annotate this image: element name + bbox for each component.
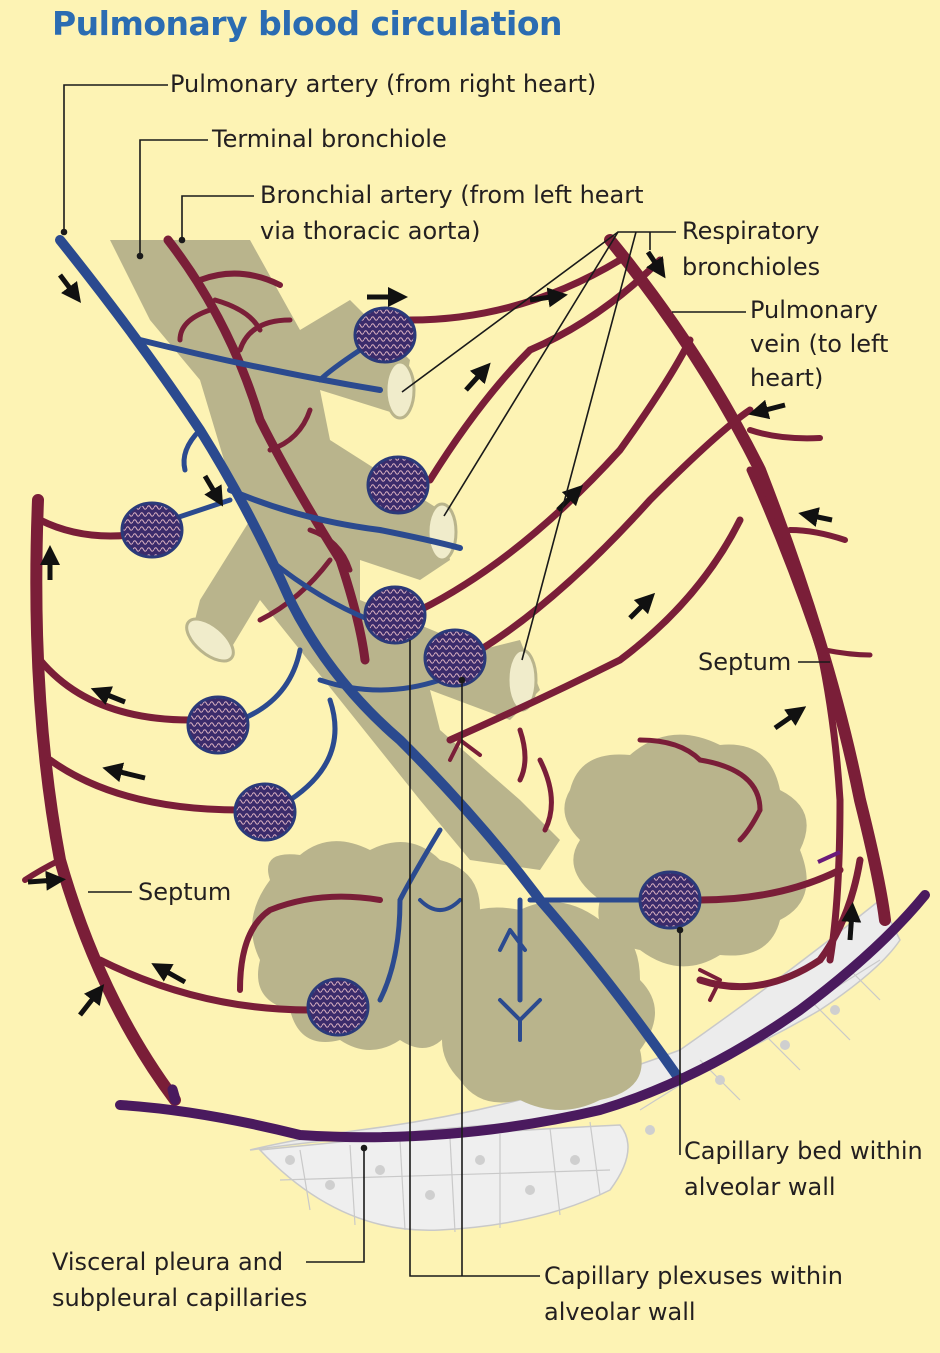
flow-arrow-icon bbox=[28, 880, 56, 882]
label-pulmonary-vein: Pulmonary vein (to left heart) bbox=[750, 293, 888, 395]
page-title: Pulmonary blood circulation bbox=[52, 4, 562, 43]
flow-arrow-icon bbox=[112, 770, 145, 778]
capillary-plexus bbox=[365, 587, 425, 643]
label-line: alveolar wall bbox=[544, 1294, 843, 1330]
flow-arrow-icon bbox=[808, 515, 832, 520]
label-line: Capillary bed within bbox=[684, 1133, 923, 1169]
label-line: Bronchial artery (from left heart bbox=[260, 177, 644, 213]
capillary-plexus bbox=[122, 503, 182, 557]
label-visceral-pleura: Visceral pleura and subpleural capillari… bbox=[52, 1244, 307, 1316]
flow-arrow-icon bbox=[60, 275, 75, 295]
capillary-plexus bbox=[308, 979, 368, 1035]
label-line: Visceral pleura and bbox=[52, 1244, 307, 1280]
label-terminal-bronchiole: Terminal bronchiole bbox=[212, 121, 447, 157]
capillary-plexus bbox=[188, 697, 248, 753]
flow-arrow-icon bbox=[850, 912, 852, 940]
flow-arrow-icon bbox=[205, 476, 218, 498]
label-line: Respiratory bbox=[682, 213, 820, 249]
flow-arrow-icon bbox=[160, 968, 185, 982]
label-capillary-plexuses: Capillary plexuses within alveolar wall bbox=[544, 1258, 843, 1330]
capillary-plexus bbox=[355, 308, 415, 362]
capillary-plexus bbox=[640, 872, 700, 928]
label-septum-left: Septum bbox=[138, 874, 231, 910]
label-capillary-bed: Capillary bed within alveolar wall bbox=[684, 1133, 923, 1205]
flow-arrow-icon bbox=[100, 692, 125, 702]
label-line: vein (to left bbox=[750, 327, 888, 361]
label-bronchial-artery: Bronchial artery (from left heart via th… bbox=[260, 177, 644, 249]
label-line: subpleural capillaries bbox=[52, 1280, 307, 1316]
flow-arrow-icon bbox=[466, 370, 484, 390]
label-septum-right: Septum bbox=[698, 644, 791, 680]
flow-arrow-icon bbox=[630, 600, 648, 618]
label-line: heart) bbox=[750, 361, 888, 395]
label-line: bronchioles bbox=[682, 249, 820, 285]
flow-arrow-icon bbox=[758, 405, 785, 412]
label-line: Capillary plexuses within bbox=[544, 1258, 843, 1294]
flow-arrow-icon bbox=[80, 992, 98, 1015]
capillary-plexus bbox=[425, 630, 485, 686]
flow-arrow-icon bbox=[775, 712, 798, 728]
label-respiratory-bronchioles: Respiratory bronchioles bbox=[682, 213, 820, 285]
label-pulmonary-artery: Pulmonary artery (from right heart) bbox=[170, 66, 596, 102]
label-line: alveolar wall bbox=[684, 1169, 923, 1205]
capillary-plexus bbox=[235, 784, 295, 840]
capillary-plexus bbox=[368, 457, 428, 513]
label-line: Pulmonary bbox=[750, 293, 888, 327]
label-line: via thoracic aorta) bbox=[260, 213, 644, 249]
